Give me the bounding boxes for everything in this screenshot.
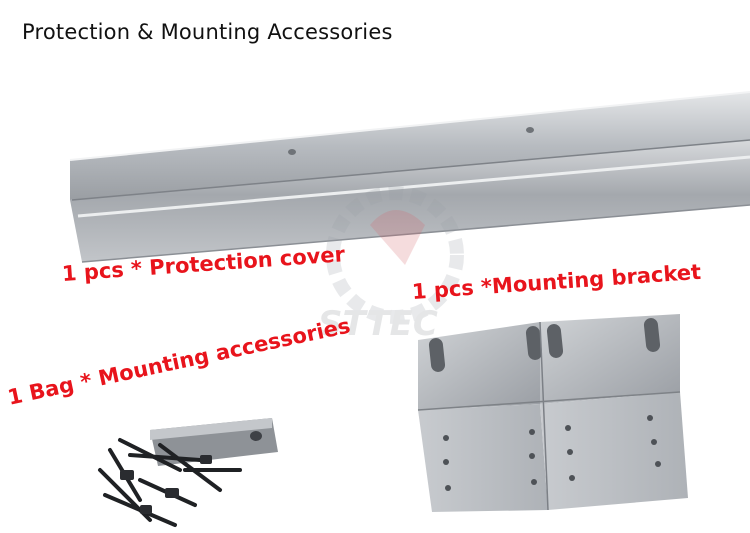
protection-cover-image: [69, 91, 750, 263]
mounting-bracket-image: [417, 314, 688, 512]
watermark-text: STTEC: [318, 304, 438, 344]
mounting-accessories-image: [98, 418, 278, 527]
watermark-logo: STTEC: [318, 186, 464, 344]
page-title: Protection & Mounting Accessories: [22, 20, 393, 44]
